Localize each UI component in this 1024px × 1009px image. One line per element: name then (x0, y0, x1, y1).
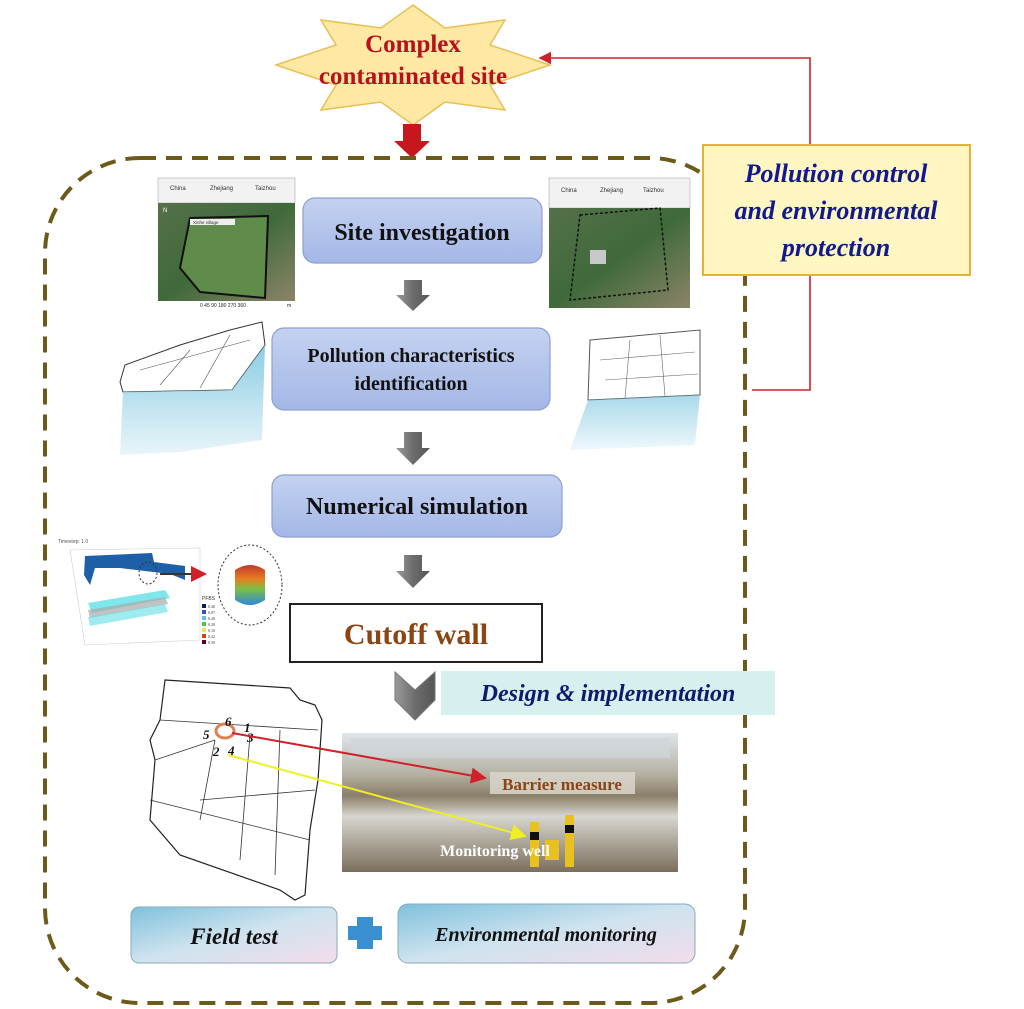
start-label-line1: Complex (365, 31, 461, 58)
feedback-line-bottom (752, 275, 811, 391)
legend-swatch (202, 628, 206, 632)
scale-unit: m (287, 303, 291, 309)
step-pollution-identification: Pollution characteristics identification (271, 327, 551, 411)
legend-value: 0.07 (208, 610, 215, 615)
monitoring-point-label: 1 (244, 720, 251, 735)
monitoring-point-label: 4 (227, 743, 235, 758)
step-site-investigation: Site investigation (302, 197, 543, 264)
inset-china: China (561, 188, 577, 194)
legend-swatch (202, 640, 206, 644)
legend-value: 0.20 (208, 622, 215, 627)
monitoring-point-label: 2 (212, 744, 220, 759)
scale-bar: 0 45 90 180 270 360 (200, 303, 246, 309)
step-numerical-simulation: Numerical simulation (271, 474, 563, 538)
pollution-3d-model-right (570, 329, 701, 450)
inset-taizhou: Taizhou (255, 186, 276, 192)
monitoring-point-label: 3 (246, 730, 254, 745)
chevron-down-icon (394, 670, 436, 721)
feedback-line2: and environmental (735, 196, 939, 225)
pollution-3d-model-left (119, 321, 266, 455)
design-implementation-banner: Design & implementation (441, 671, 775, 715)
step-cutoff-wall: Cutoff wall (289, 603, 543, 663)
pollution-label-line1: Pollution characteristics (307, 345, 514, 367)
plus-icon (348, 917, 382, 949)
well-pointer-arrow (227, 754, 527, 841)
sim-timestep: Timestep: 1.0 (58, 539, 88, 545)
legend-value: 0.50 (208, 640, 215, 645)
legend-value: 0.10 (208, 628, 215, 633)
sim-legend-title: PFBS (202, 596, 216, 602)
monitoring-point-label: 6 (225, 714, 232, 729)
red-down-arrow (394, 124, 430, 158)
pollution-label-line2: identification (354, 373, 467, 395)
monitoring-well-label: Monitoring well (440, 843, 550, 860)
start-node: Complex contaminated site (273, 4, 553, 126)
process-boundary (43, 156, 747, 1005)
site-map-left: China Zhejiang Taizhou Xinhe village N 0… (157, 177, 296, 309)
env-monitoring-label: Environmental monitoring (434, 924, 657, 946)
north-arrow-icon: N (163, 208, 167, 214)
village-label-left: Xinhe village (193, 220, 219, 225)
feedback-line1: Pollution control (744, 159, 929, 188)
numerical-simulation-label: Numerical simulation (306, 494, 528, 520)
field-test-box: Field test (130, 906, 338, 964)
gray-down-arrow (396, 280, 430, 311)
inset-zhejiang: Zhejiang (210, 186, 233, 192)
environmental-monitoring-box: Environmental monitoring (397, 903, 696, 964)
sim-legend: 0.400.070.200.200.100.420.50 (202, 604, 215, 645)
inset-taizhou: Taizhou (643, 188, 664, 194)
legend-swatch (202, 634, 206, 638)
legend-swatch (202, 622, 206, 626)
feedback-line-top (538, 51, 811, 146)
legend-swatch (202, 604, 206, 608)
inset-china: China (170, 186, 186, 192)
legend-swatch (202, 610, 206, 614)
cutoff-wall-label: Cutoff wall (344, 618, 488, 651)
design-label: Design & implementation (480, 681, 736, 707)
barrier-pointer-arrow (231, 732, 487, 784)
gray-down-arrow (396, 555, 430, 588)
legend-value: 0.20 (208, 616, 215, 621)
feedback-box: Pollution control and environmental prot… (702, 144, 971, 276)
legend-value: 0.42 (208, 634, 215, 639)
monitoring-point-label: 5 (203, 727, 210, 742)
field-photo: Barrier measure Monitoring well (342, 733, 678, 872)
field-test-label: Field test (189, 924, 278, 949)
site-investigation-label: Site investigation (334, 220, 509, 246)
start-label-line2: contaminated site (319, 63, 507, 90)
legend-value: 0.40 (208, 604, 215, 609)
inset-zhejiang: Zhejiang (600, 188, 623, 194)
feedback-line3: protection (780, 233, 890, 262)
barrier-measure-label: Barrier measure (502, 775, 622, 794)
simulation-figure: Timestep: 1.0 PFBS 0.400.070.200.200.100… (58, 539, 283, 646)
gray-down-arrow (396, 432, 430, 465)
site-map-right: China Zhejiang Taizhou (548, 177, 691, 308)
legend-swatch (202, 616, 206, 620)
